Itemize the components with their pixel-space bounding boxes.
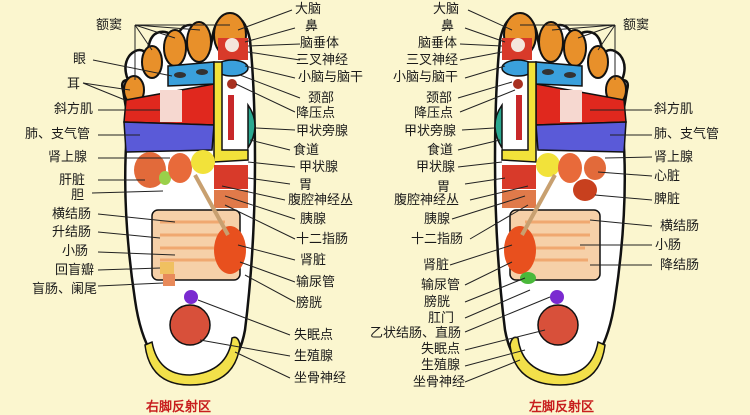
label-trapezius-right: 斜方肌	[54, 102, 94, 117]
label-cerebellum-left: 小脑与脑干	[393, 70, 459, 85]
label-small-intestine-right: 小肠	[62, 244, 89, 259]
label-anus: 肛门	[428, 311, 455, 326]
label-gallbladder: 胆	[71, 188, 85, 203]
label-insomnia-point-right: 失眠点	[294, 328, 334, 343]
right-foot-caption: 右脚反射区	[146, 400, 212, 415]
label-celiac-plexus-left: 腹腔神经丛	[394, 193, 460, 208]
label-stomach-left: 胃	[437, 180, 451, 195]
label-thyroid-left: 甲状腺	[416, 160, 456, 175]
label-nose-right: 鼻	[305, 19, 319, 34]
label-pituitary-right: 脑垂体	[300, 36, 340, 51]
label-sciatic-nerve-left: 坐骨神经	[413, 375, 466, 390]
label-pancreas-left: 胰腺	[424, 212, 451, 227]
label-pancreas-right: 胰腺	[300, 212, 327, 227]
label-cecum-appendix: 盲肠、阑尾	[32, 282, 98, 297]
label-thyroid-right: 甲状腺	[299, 160, 339, 175]
label-adrenal-left: 肾上腺	[654, 150, 694, 165]
label-ureter-left: 输尿管	[421, 278, 461, 293]
label-neck-left: 颈部	[426, 91, 453, 106]
label-lung-left: 肺、支气管	[654, 127, 720, 142]
label-trigeminal-left: 三叉神经	[406, 53, 459, 68]
label-duodenum-left: 十二指肠	[411, 232, 464, 247]
label-insomnia-point-left: 失眠点	[421, 342, 461, 357]
label-ear: 耳	[67, 77, 81, 92]
label-esophagus-left: 食道	[427, 143, 454, 158]
label-heart: 心脏	[654, 169, 681, 184]
label-stomach-right: 胃	[299, 178, 313, 193]
label-transverse-colon-right: 横结肠	[52, 207, 92, 222]
label-kidney-left: 肾脏	[423, 258, 450, 273]
label-ureter-right: 输尿管	[296, 275, 336, 290]
label-ascending-colon: 升结肠	[52, 225, 92, 240]
label-adrenal-right: 肾上腺	[48, 150, 88, 165]
label-bladder-left: 膀胱	[424, 295, 451, 310]
label-parathyroid-left: 甲状旁腺	[404, 124, 457, 139]
label-cerebrum-left: 大脑	[433, 2, 460, 17]
label-cerebellum-right: 小脑与脑干	[298, 70, 364, 85]
label-gonad-right: 生殖腺	[294, 349, 334, 364]
label-nose-left: 鼻	[441, 19, 455, 34]
label-parathyroid-right: 甲状旁腺	[296, 124, 349, 139]
label-eye: 眼	[73, 52, 87, 67]
label-cerebrum-right: 大脑	[295, 2, 322, 17]
label-kidney-right: 肾脏	[300, 253, 327, 268]
label-trigeminal-right: 三叉神经	[296, 53, 349, 68]
label-ileocecal-valve: 回盲瓣	[55, 263, 95, 278]
label-descending-colon: 降结肠	[660, 258, 700, 273]
label-sciatic-nerve-right: 坐骨神经	[294, 371, 347, 386]
label-gonad-left: 生殖腺	[421, 358, 461, 373]
label-liver: 肝脏	[59, 173, 86, 188]
label-transverse-colon-left: 横结肠	[660, 219, 700, 234]
label-duodenum-right: 十二指肠	[296, 232, 349, 247]
label-sigmoid-colon-rectum: 乙状结肠、直肠	[370, 326, 462, 341]
label-hypotension-point-right: 降压点	[296, 106, 336, 121]
label-spleen: 脾脏	[654, 192, 681, 207]
leader-lines	[82, 9, 653, 383]
label-pituitary-left: 脑垂体	[418, 36, 458, 51]
label-bladder-right: 膀胱	[296, 296, 323, 311]
label-frontal-sinus-left: 额窦	[623, 18, 650, 33]
label-frontal-sinus-right: 额窦	[96, 18, 123, 33]
label-hypotension-point-left: 降压点	[414, 106, 454, 121]
label-trapezius-left: 斜方肌	[654, 102, 694, 117]
label-esophagus-right: 食道	[293, 143, 320, 158]
label-lung-right: 肺、支气管	[25, 127, 91, 142]
left-foot-drawing	[493, 12, 630, 386]
label-neck-right: 颈部	[308, 91, 335, 106]
label-celiac-plexus-right: 腹腔神经丛	[288, 193, 354, 208]
left-foot-caption: 左脚反射区	[529, 400, 595, 415]
label-small-intestine-left: 小肠	[655, 238, 682, 253]
right-foot-drawing	[120, 12, 257, 386]
